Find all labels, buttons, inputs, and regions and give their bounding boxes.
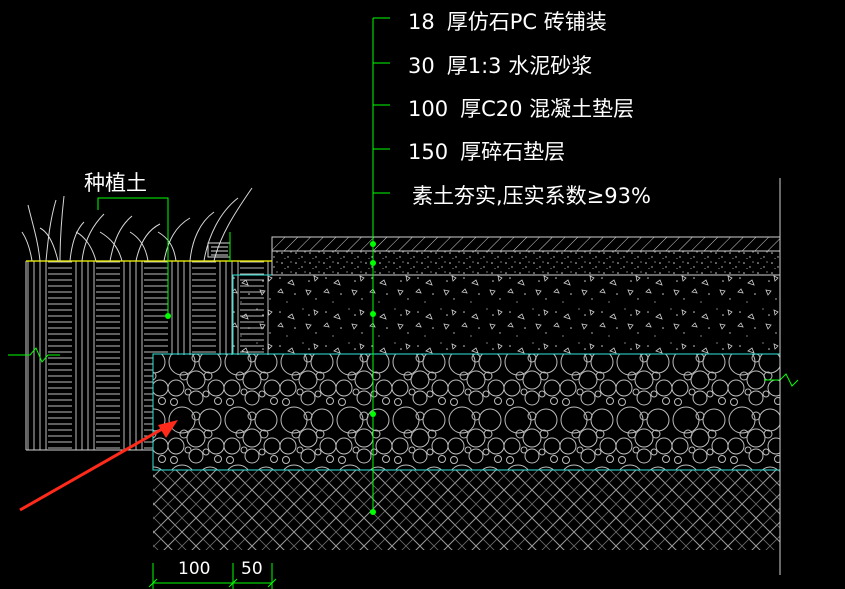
dimension-label-2: 50 bbox=[241, 559, 263, 579]
dimension-lines bbox=[148, 563, 277, 589]
break-line-left bbox=[8, 347, 60, 363]
concrete-layer bbox=[232, 274, 781, 355]
planting-soil-block bbox=[25, 261, 272, 451]
break-line-right bbox=[764, 373, 799, 387]
planting-leader-dot bbox=[165, 313, 171, 319]
edge-curb-detail bbox=[207, 232, 231, 262]
dimension-label-1: 100 bbox=[178, 559, 210, 579]
grass-icon bbox=[21, 187, 253, 262]
layer-label-5: 素土夯实,压实系数≥93% bbox=[412, 184, 651, 208]
leader-dots bbox=[370, 241, 376, 515]
planting-soil-label: 种植土 bbox=[84, 171, 147, 195]
compacted-soil-layer bbox=[153, 470, 780, 550]
red-arrow-icon bbox=[19, 420, 178, 512]
gravel-layer bbox=[152, 353, 781, 471]
mortar-layer bbox=[271, 250, 781, 276]
paving-brick-layer bbox=[271, 236, 781, 252]
planting-leader bbox=[97, 197, 169, 316]
